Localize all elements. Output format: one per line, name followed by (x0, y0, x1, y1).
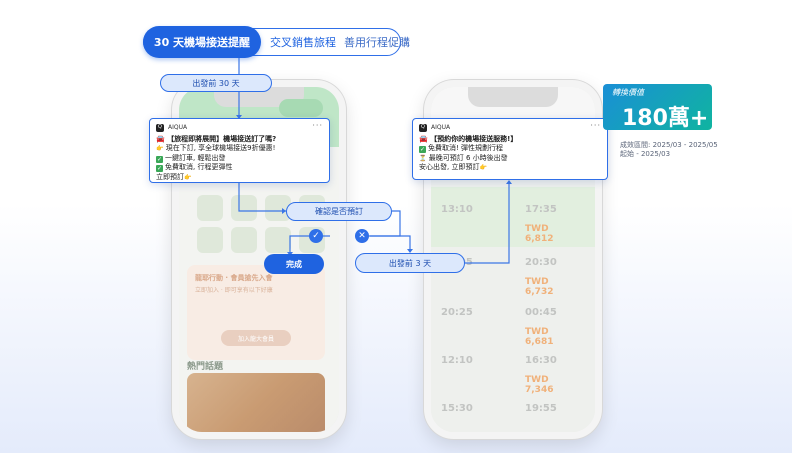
notification-title: 【預約你的機場接送服務!】 (430, 134, 518, 143)
notification-app-name: AIQUA (168, 124, 188, 131)
notification-line: 最晚可預訂 6 小時後出發 (428, 153, 508, 162)
conversion-value: 180萬+ (622, 106, 709, 131)
selected-flight-highlight (431, 187, 595, 247)
tab-cross-sell-sub: 善用行程促購 (344, 36, 410, 49)
app-icon: Q (419, 123, 427, 132)
notification-line: 現在下訂, 享全球機場接送9折優惠! (165, 144, 276, 152)
flight-row[interactable]: 15:30 19:55 (437, 401, 579, 432)
tab-cross-sell-label: 交叉銷售旅程 (270, 36, 336, 49)
flight-dep-time: 12:10 (441, 355, 473, 366)
hand-icon: 👉 (479, 164, 487, 171)
notification-app-row: Q AIQUA (419, 123, 601, 133)
stat-note: 成效區間: 2025/03 - 2025/05 起始 - 2025/03 (620, 141, 718, 159)
hot-topics-title: 熱門話題 (187, 362, 224, 372)
push-notification-right[interactable]: Q AIQUA ··· 🚘 【預約你的機場接送服務!】 ✓免費取消! 彈性規劃行… (412, 118, 608, 180)
conversion-value-label: 轉換價值 (612, 88, 644, 97)
flight-price: TWD 6,812 (525, 224, 554, 244)
check-icon: ✓ (419, 146, 426, 153)
check-icon: ✓ (156, 165, 163, 172)
notification-cta: 安心出發, 立即預訂 (419, 163, 480, 171)
notification-line: 免費取消, 行程更彈性 (165, 163, 233, 171)
flight-price: TWD 6,681 (525, 327, 554, 347)
transfer-icon[interactable] (197, 227, 223, 253)
join-member-button[interactable]: 加入龍大會員 (221, 330, 291, 346)
check-icon: ✓ (156, 155, 163, 163)
close-icon: ✕ (355, 229, 369, 243)
flight-arr-time: 17:35 (525, 204, 557, 215)
flight-icon[interactable] (197, 195, 223, 221)
stat-start: 起始 - 2025/03 (620, 150, 671, 158)
notification-cta: 立即預訂 (156, 172, 184, 181)
flight-dep-time: 20:25 (441, 307, 473, 318)
flow-confirm-booking[interactable]: 確認是否預訂 (286, 202, 392, 221)
notification-line: 一鍵訂車, 輕鬆出發 (165, 153, 226, 162)
more-icon[interactable]: ··· (312, 121, 323, 130)
hourglass-icon: ⏳ (419, 154, 427, 162)
flight-arr-time: 19:55 (525, 403, 557, 414)
check-icon: ✓ (309, 229, 323, 243)
hand-icon: 👉 (184, 173, 192, 181)
flight-price: TWD 6,732 (525, 277, 554, 297)
car-icon: 🚘 (156, 134, 165, 143)
notification-title: 【旅程即將展開】機場接送訂了嗎? (167, 134, 277, 143)
right-phone-notch (468, 87, 558, 107)
left-phone-header-button[interactable] (279, 99, 323, 117)
notification-line: 免費取消! 彈性規劃行程 (428, 144, 504, 152)
tab-airport-reminder[interactable]: 30 天機場接送提醒 (143, 26, 261, 58)
flight-price: TWD 7,346 (525, 375, 554, 395)
flight-arr-time: 20:30 (525, 257, 557, 268)
notification-app-row: Q AIQUA (156, 123, 323, 133)
flight-dep-time: 15:30 (441, 403, 473, 414)
tab-cross-sell[interactable]: 交叉銷售旅程 善用行程促購 (270, 28, 410, 56)
flight-arr-time: 16:30 (525, 355, 557, 366)
banner-title: 龍耶行動 · 會員搶先入會 (195, 274, 273, 282)
push-notification-left[interactable]: Q AIQUA ··· 🚘 【旅程即將展開】機場接送訂了嗎? 👉 現在下訂, 享… (149, 118, 330, 183)
flow-step-3-days[interactable]: 出發前 3 天 (355, 253, 465, 273)
flight-row[interactable]: 13:10 17:35 TWD 6,812 (437, 202, 579, 248)
flow-step-30-days[interactable]: 出發前 30 天 (160, 74, 272, 92)
hot-topic-image[interactable] (187, 373, 325, 432)
car-icon[interactable] (265, 227, 291, 253)
flow-done[interactable]: 完成 (264, 254, 324, 274)
flight-dep-time: 13:10 (441, 204, 473, 215)
flight-row[interactable]: 12:10 16:30 TWD 7,346 (437, 353, 579, 399)
hotel-icon[interactable] (231, 195, 257, 221)
notification-app-name: AIQUA (431, 124, 451, 131)
pointer-icon: 👉 (156, 145, 164, 152)
conversion-value-card (603, 84, 712, 130)
food-icon[interactable] (231, 227, 257, 253)
more-icon[interactable]: ··· (590, 121, 601, 130)
app-icon: Q (156, 123, 164, 132)
flight-row[interactable]: 20:25 00:45 TWD 6,681 (437, 305, 579, 351)
banner-sub: 立即加入 · 即可享有以下好康 (195, 287, 273, 294)
stat-period: 成效區間: 2025/03 - 2025/05 (620, 141, 718, 149)
flight-arr-time: 00:45 (525, 307, 557, 318)
car-icon: 🚘 (419, 134, 428, 143)
